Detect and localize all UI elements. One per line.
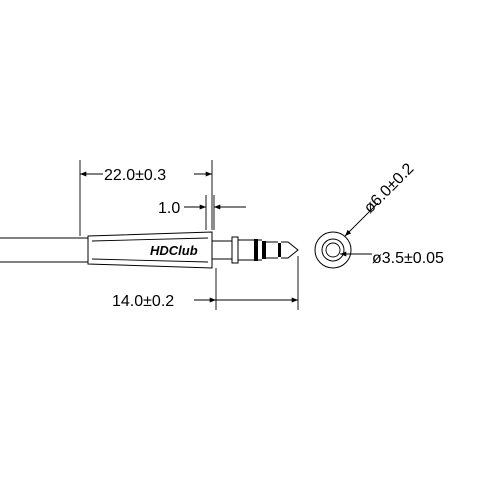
brand-logo: HDClub: [150, 243, 198, 258]
overall-length-label: 22.0±0.3: [104, 167, 166, 184]
end-view: ø6.0±0.2 ø3.5±0.05: [314, 160, 444, 269]
jack-plug: [212, 236, 299, 264]
dim-overall-length: 22.0±0.3: [79, 160, 213, 236]
cable: [0, 237, 88, 263]
plug-length-label: 14.0±0.2: [112, 293, 174, 310]
plug-housing: HDClub: [87, 231, 213, 269]
dim-plug-length: 14.0±0.2: [112, 256, 299, 310]
outer-diameter-label: ø6.0±0.2: [361, 160, 418, 217]
plug-diameter-label: ø3.5±0.05: [372, 250, 444, 267]
sleeve-gap-label: 1.0: [158, 200, 180, 217]
dim-sleeve-gap: 1.0: [158, 195, 246, 230]
